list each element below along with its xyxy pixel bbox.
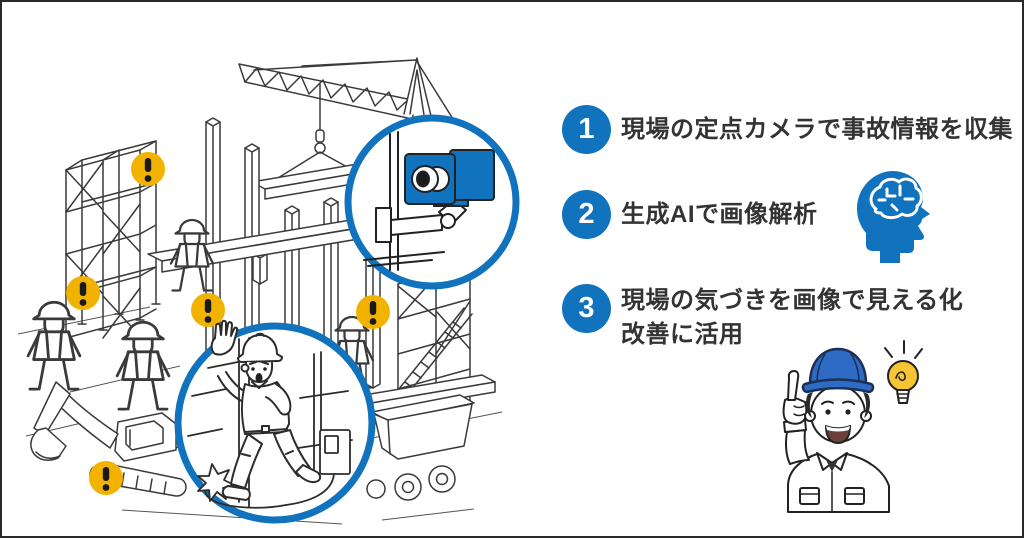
step-item-3: 3 現場の気づきを画像で見える化 改善に活用 [562,284,963,352]
tripping-worker-illustration [187,319,353,509]
electrical-box [319,429,351,475]
step-item-1: 1 現場の定点カメラで事故情報を収集 [562,105,1013,154]
scaffolding-right [389,263,473,427]
step-text-line-2: 改善に活用 [621,321,744,348]
warning-icon [356,295,390,329]
step-text: 現場の定点カメラで事故情報を収集 [621,115,1013,143]
warning-icon [66,276,100,310]
worker-figure [115,320,171,411]
impact-star [197,463,235,502]
warning-icon [191,293,225,327]
warning-icon [89,461,123,495]
idea-worker-wrap [772,332,937,514]
pointing-worker [782,347,890,513]
warning-icon [131,152,165,186]
accident-callout [174,319,376,524]
construction-site-illustration [17,57,520,525]
step-number-badge: 3 [562,284,611,333]
camera-callout [344,114,520,290]
cctv-camera-icon [363,131,495,271]
brain-head-icon [857,171,930,263]
step-text: 現場の気づきを画像で見える化 改善に活用 [621,284,963,352]
step-number-badge: 1 [562,105,611,154]
cable-line [285,473,335,506]
idea-worker-illustration [782,340,923,513]
hard-hat [801,347,875,394]
step-item-2: 2 生成AIで画像解析 [562,190,818,239]
ai-brain-head-wrap [852,169,938,263]
lightbulb-icon [884,340,923,404]
cart-illustration [366,394,475,501]
step-text: 生成AIで画像解析 [621,200,818,228]
step-number-badge: 2 [562,190,611,239]
hard-hat [237,334,283,363]
worker-figure [26,300,82,391]
step-text-line-1: 現場の気づきを画像で見える化 [621,287,964,314]
